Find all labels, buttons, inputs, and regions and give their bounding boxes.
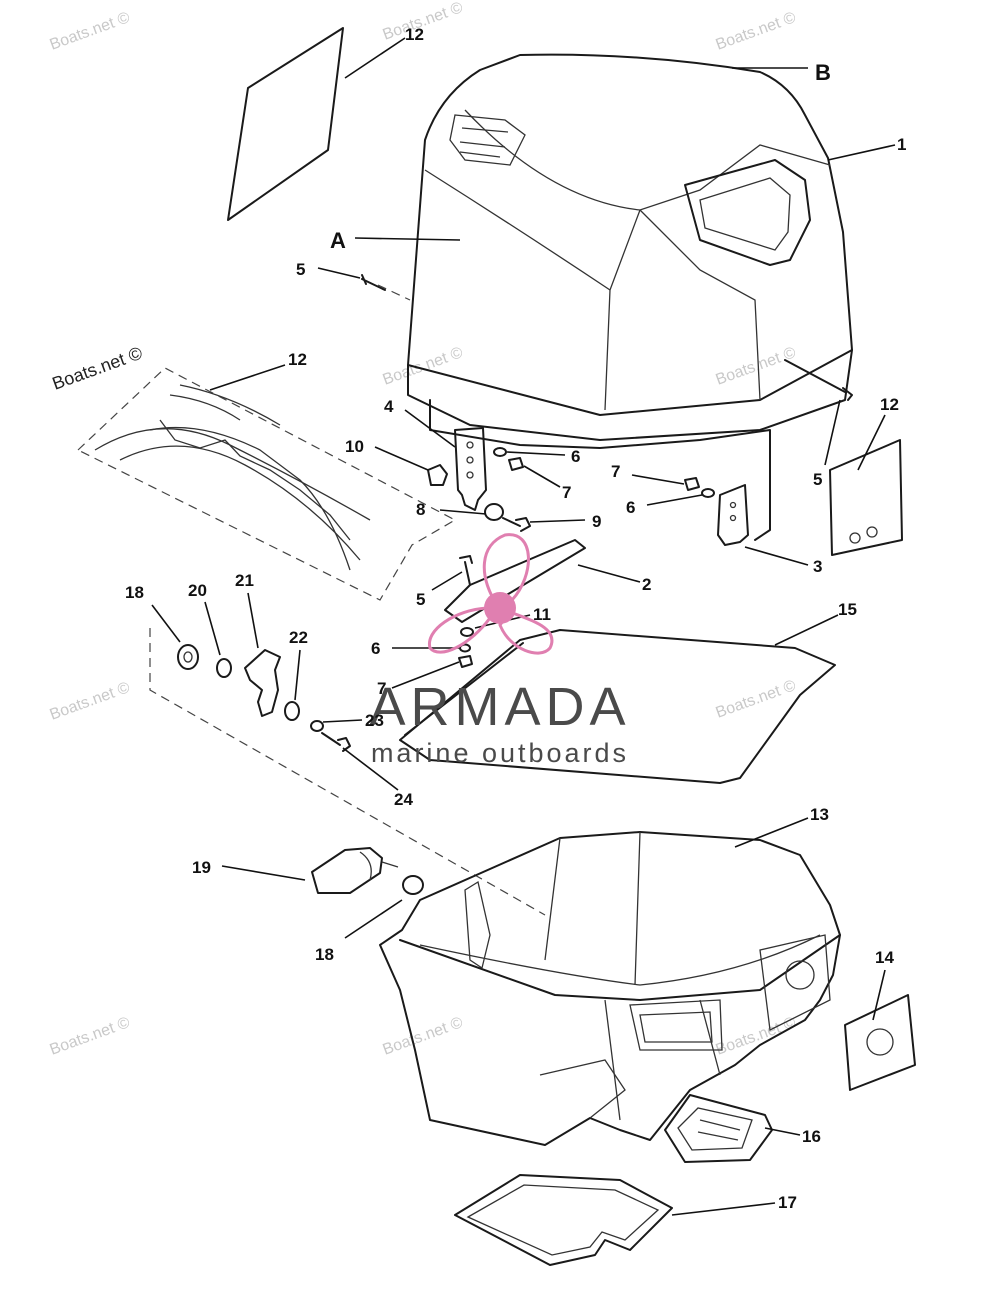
callout-7-center: 7 [377, 679, 386, 698]
decal-top-left [227, 27, 344, 221]
callout-18-lower: 18 [315, 945, 334, 964]
propeller-blade-3 [498, 610, 554, 655]
logo-tagline: marine outboards [371, 738, 629, 768]
callout-a: A [330, 228, 346, 253]
callout-9: 9 [592, 512, 601, 531]
callout-6-upper: 6 [571, 447, 580, 466]
washer-6-right [701, 488, 715, 498]
logo-name: ARMADA [369, 677, 630, 737]
cowl-seal-15 [399, 629, 836, 784]
nut-7-center [458, 655, 473, 668]
watermark-9: Boats.net © [381, 1014, 466, 1059]
callout-4: 4 [384, 397, 394, 416]
callout-6-center: 6 [371, 639, 380, 658]
screw-5-center [459, 555, 473, 586]
screw-5-right [784, 359, 853, 401]
grommet-18-lower [402, 875, 424, 895]
propeller-hub [484, 592, 516, 624]
washer-23 [310, 720, 324, 732]
nut-7-upper [508, 457, 524, 471]
watermark-8: Boats.net © [48, 1014, 133, 1059]
washer-22 [284, 701, 300, 721]
callout-18-upper: 18 [125, 583, 144, 602]
callout-3: 3 [813, 557, 822, 576]
latch-bracket-3 [717, 484, 749, 546]
nut-10 [427, 464, 448, 486]
bolt-24 [321, 732, 351, 752]
callout-11: 11 [533, 605, 551, 624]
callout-6-right: 6 [626, 498, 635, 517]
washer-20 [216, 658, 232, 678]
callout-10: 10 [345, 437, 364, 456]
callout-19: 19 [192, 858, 211, 877]
propeller-icon [428, 533, 554, 655]
callout-12-right: 12 [880, 395, 899, 414]
washer-6-center [459, 643, 471, 653]
callout-5-right: 5 [813, 470, 822, 489]
handle-19 [311, 847, 383, 894]
bolt-9 [502, 517, 531, 532]
watermark-3: Boats.net © [714, 9, 799, 54]
latch-bracket-4 [454, 427, 487, 511]
washer-6-upper [493, 447, 507, 457]
cover-plate-14 [844, 994, 916, 1091]
callout-21: 21 [235, 571, 254, 590]
nut-7-right [684, 477, 700, 491]
callout-8: 8 [416, 500, 425, 519]
watermark-dark: Boats.net © [50, 343, 145, 394]
watermark-5: Boats.net © [714, 344, 799, 389]
bushing-8 [484, 503, 504, 521]
callout-12-top: 12 [405, 25, 424, 44]
gasket-17 [454, 1174, 673, 1266]
callout-13: 13 [810, 805, 829, 824]
callout-7-upper: 7 [562, 483, 571, 502]
grommet-18-upper [177, 644, 199, 670]
watermark-10: Boats.net © [714, 1014, 799, 1059]
callout-12-left: 12 [288, 350, 307, 369]
decal-side-graphic [76, 367, 457, 601]
latch-hook-21 [244, 649, 281, 717]
callout-23: 23 [365, 711, 384, 730]
callout-15: 15 [838, 600, 857, 619]
callout-16: 16 [802, 1127, 821, 1146]
watermark-4: Boats.net © [381, 344, 466, 389]
callout-17: 17 [778, 1193, 797, 1212]
callout-1: 1 [897, 135, 906, 154]
propeller-blade-1 [482, 533, 530, 607]
callout-5-left: 5 [296, 260, 305, 279]
callout-22: 22 [289, 628, 308, 647]
upper-cowl [407, 53, 853, 541]
propeller-blade-2 [428, 606, 492, 654]
armada-logo: ARMADA marine outboards [369, 533, 630, 768]
grommet-16 [664, 1094, 773, 1163]
washer-11 [460, 627, 474, 637]
watermark-6: Boats.net © [48, 679, 133, 724]
callout-7-right: 7 [611, 462, 620, 481]
callout-5-center: 5 [416, 590, 425, 609]
callout-14: 14 [875, 948, 894, 967]
callout-labels: 1 B A 12 5 12 4 10 6 7 8 9 7 6 12 5 3 2 … [125, 25, 906, 1212]
lower-cowl-13 [379, 831, 841, 1146]
callout-b: B [815, 60, 831, 85]
decal-right [829, 439, 903, 556]
screw-5-left [361, 274, 386, 291]
watermark-1: Boats.net © [48, 9, 133, 54]
callout-24: 24 [394, 790, 413, 809]
callout-2: 2 [642, 575, 651, 594]
callout-20: 20 [188, 581, 207, 600]
